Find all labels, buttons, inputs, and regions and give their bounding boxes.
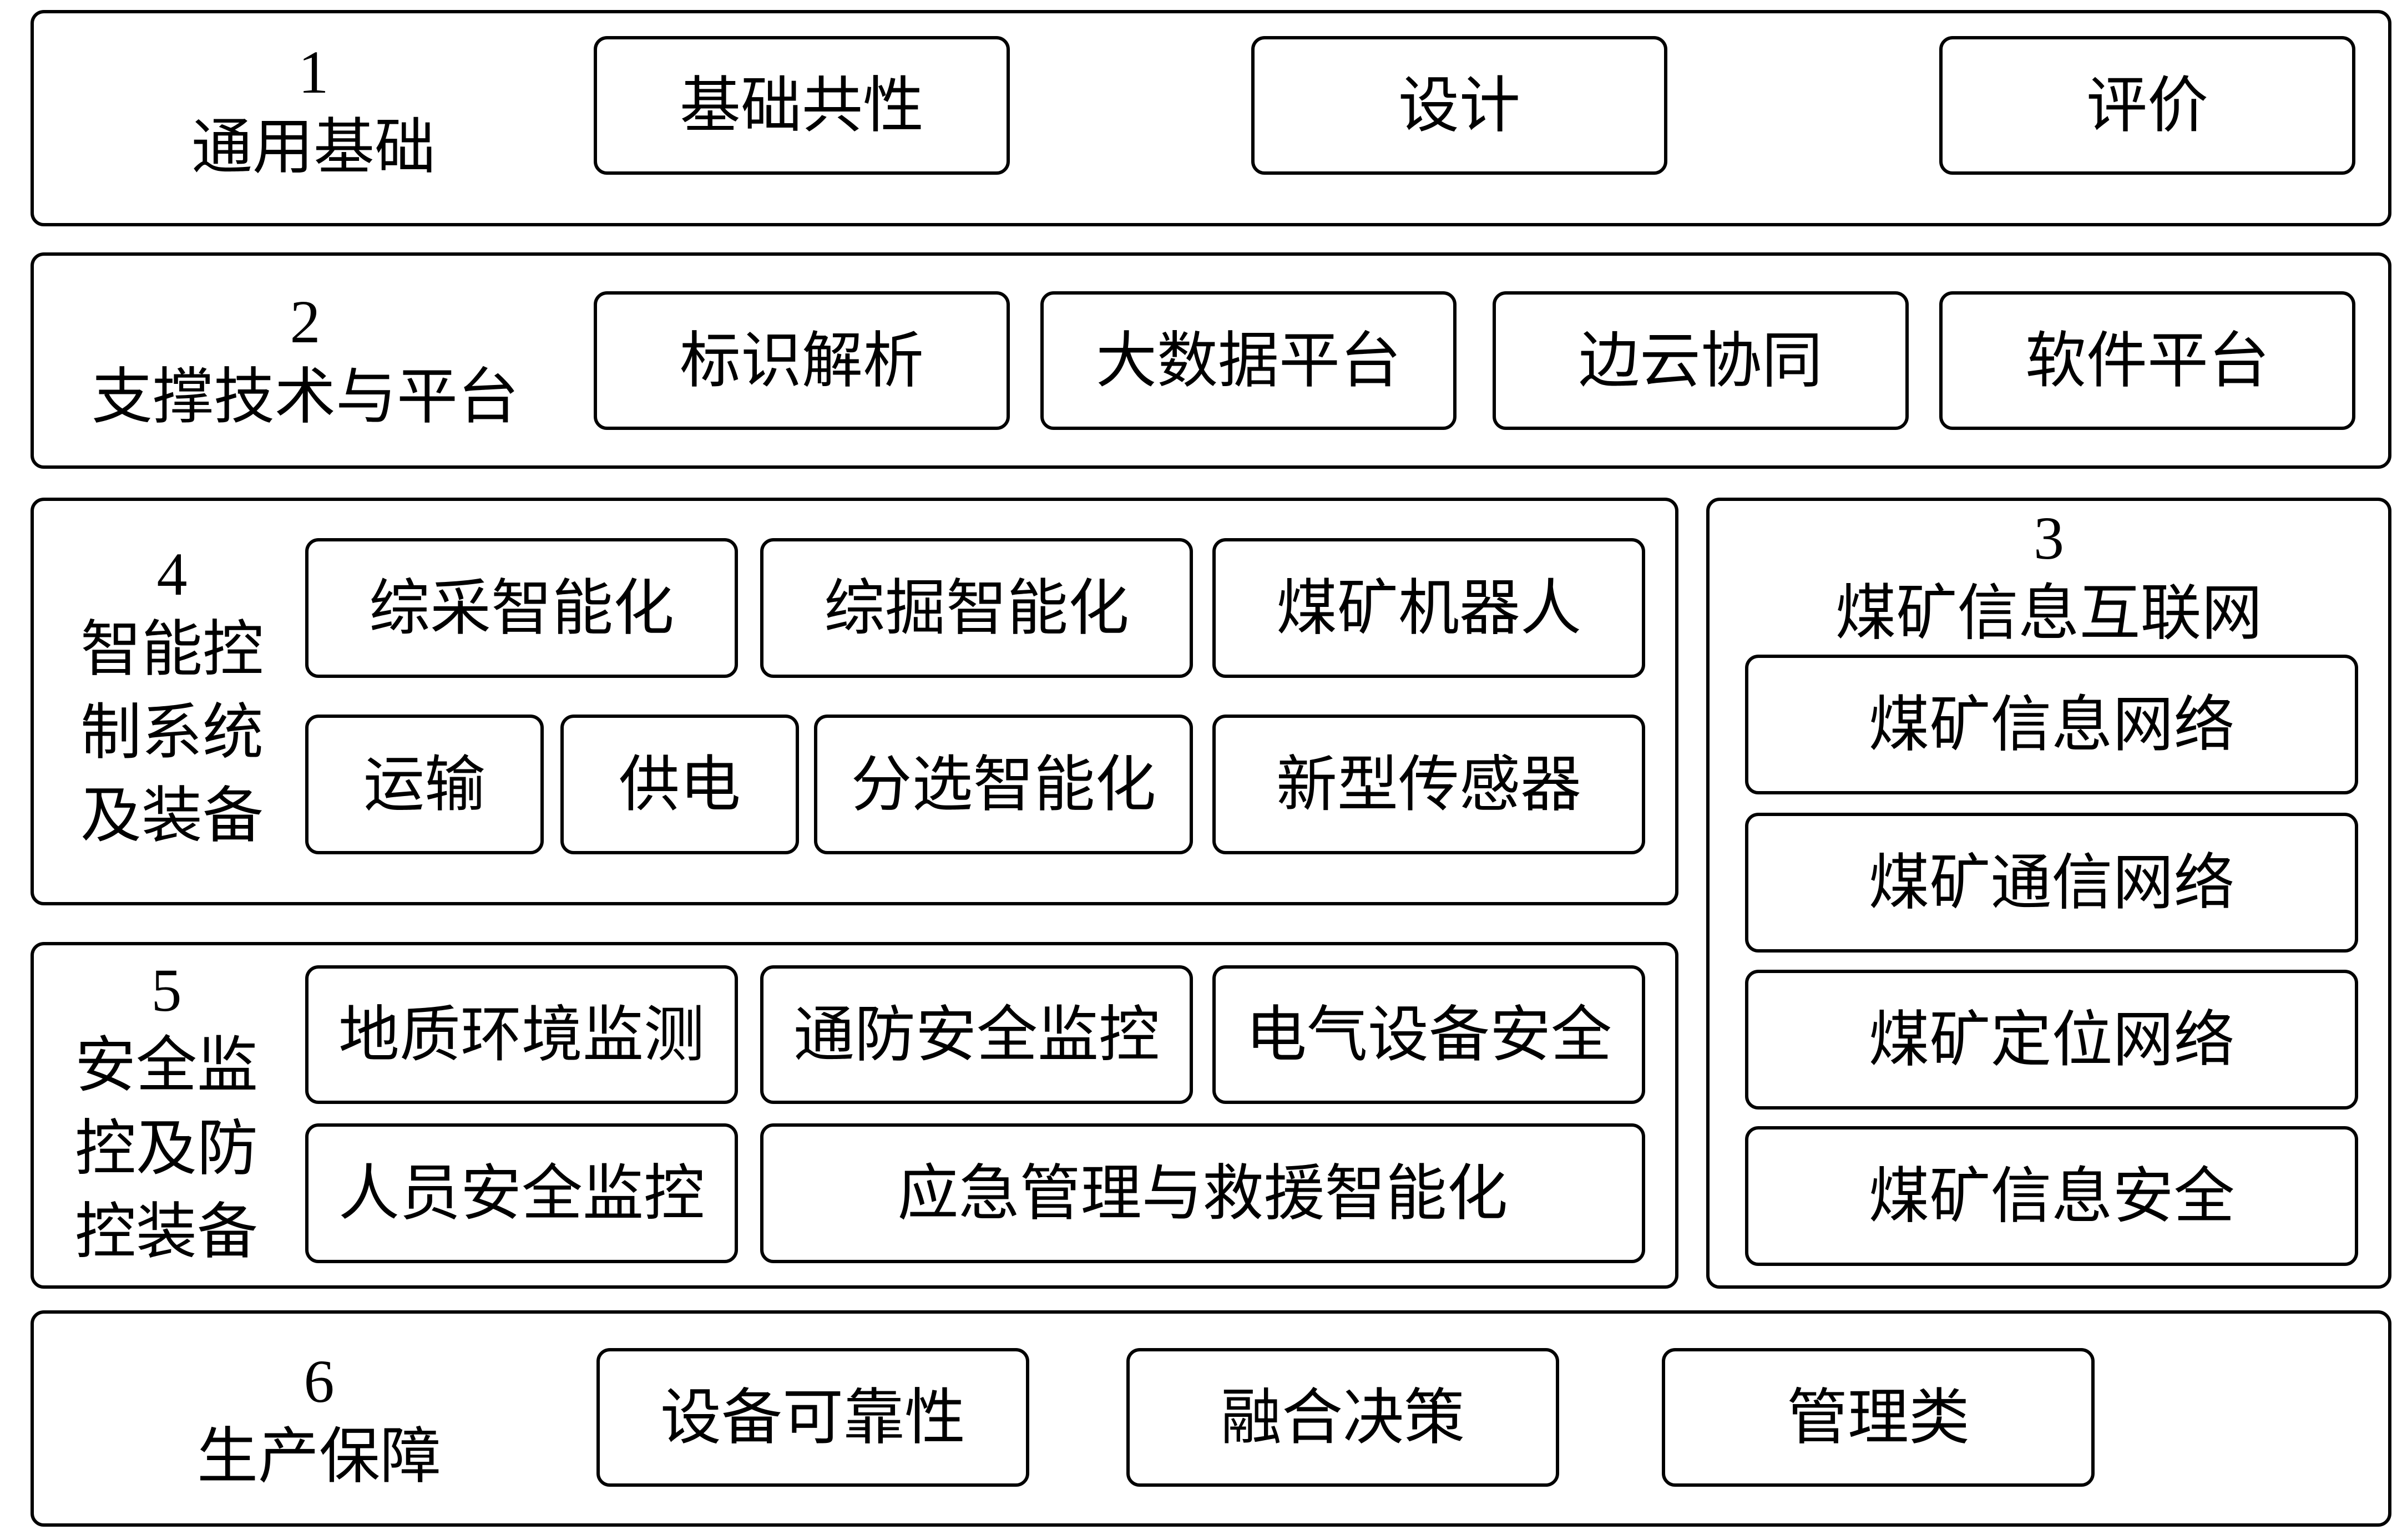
panel-5-title-line-2: 控及防 (75, 1113, 258, 1184)
box-fully-mechanized-excavation: 综掘智能化 (760, 538, 1193, 678)
panel-5-label: 5 安全监 控及防 控装备 (55, 956, 277, 1270)
box-identifier-resolution: 标识解析 (594, 291, 1010, 430)
box-basic-commonality: 基础共性 (594, 36, 1010, 175)
box-coal-mine-robot: 煤矿机器人 (1212, 538, 1645, 678)
panel-5-title-line-3: 控装备 (75, 1196, 258, 1267)
box-transport: 运输 (305, 715, 544, 854)
box-ventilation-safety-monitoring: 通防安全监控 (760, 965, 1193, 1104)
box-coal-mine-info-network: 煤矿信息网络 (1745, 655, 2358, 794)
box-power-supply: 供电 (560, 715, 799, 854)
box-new-sensor: 新型传感器 (1212, 715, 1645, 854)
box-edge-cloud-collaboration: 边云协同 (1493, 291, 1909, 430)
panel-4-title-line-3: 及装备 (80, 780, 264, 851)
box-management-category: 管理类 (1662, 1348, 2095, 1487)
panel-4-title-line-1: 智能控 (80, 614, 264, 685)
panel-5-title-line-1: 安全监 (75, 1030, 258, 1101)
panel-4-title-line-2: 制系统 (80, 697, 264, 768)
box-emergency-rescue-intelligent: 应急管理与救援智能化 (760, 1123, 1645, 1263)
box-evaluation: 评价 (1939, 36, 2355, 175)
box-software-platform: 软件平台 (1939, 291, 2355, 430)
panel-5-number: 5 (151, 956, 182, 1024)
panel-6-number: 6 (304, 1348, 335, 1415)
box-big-data-platform: 大数据平台 (1040, 291, 1457, 430)
panel-3-number: 3 (2034, 504, 2064, 572)
panel-3-title: 煤矿信息互联网 (1835, 578, 2263, 649)
box-fusion-decision: 融合决策 (1126, 1348, 1559, 1487)
panel-2-title: 支撑技术与平台 (92, 361, 519, 432)
box-separation-intelligent: 分选智能化 (814, 715, 1193, 854)
panel-2-label: 2 支撑技术与平台 (83, 288, 527, 438)
box-electrical-equipment-safety: 电气设备安全 (1212, 965, 1645, 1104)
panel-1-title: 通用基础 (191, 112, 436, 183)
box-personnel-safety-monitoring: 人员安全监控 (305, 1123, 738, 1263)
panel-1-number: 1 (298, 38, 329, 106)
box-fully-mechanized-mining: 综采智能化 (305, 538, 738, 678)
box-geological-environment-monitoring: 地质环境监测 (305, 965, 738, 1104)
panel-3-label: 3 煤矿信息互联网 (1748, 504, 2350, 652)
box-coal-mine-communication-network: 煤矿通信网络 (1745, 813, 2358, 953)
box-equipment-reliability: 设备可靠性 (596, 1348, 1029, 1487)
box-coal-mine-positioning-network: 煤矿定位网络 (1745, 970, 2358, 1110)
box-design: 设计 (1251, 36, 1667, 175)
panel-6-title: 生产保障 (197, 1421, 441, 1492)
panel-4-number: 4 (156, 540, 188, 608)
panel-1-label: 1 通用基础 (166, 39, 461, 189)
panel-2-number: 2 (290, 288, 321, 356)
panel-4-label: 4 智能控 制系统 及装备 (55, 533, 289, 865)
box-coal-mine-info-security: 煤矿信息安全 (1745, 1126, 2358, 1266)
panel-6-label: 6 生产保障 (172, 1348, 466, 1498)
